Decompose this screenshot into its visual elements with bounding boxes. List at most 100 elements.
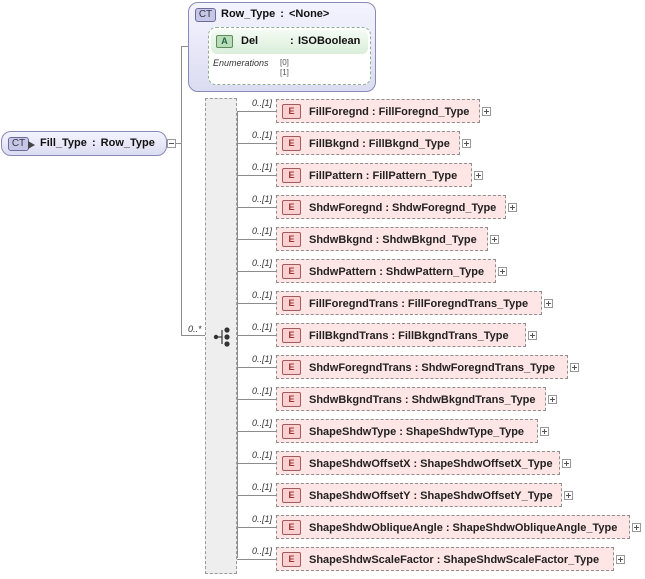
element-badge: E bbox=[282, 328, 301, 343]
expand-icon[interactable] bbox=[474, 171, 483, 180]
attribute-del[interactable]: A Del : ISOBoolean bbox=[211, 30, 368, 54]
element-name: ShdwBkgndTrans bbox=[309, 394, 402, 406]
expand-icon[interactable] bbox=[544, 299, 553, 308]
element-cardinality: 0..[1] bbox=[252, 354, 273, 364]
element-label: ShapeShdwType:ShapeShdwType_Type bbox=[309, 426, 524, 438]
expand-icon[interactable] bbox=[632, 523, 641, 532]
element-name: ShapeShdwObliqueAngle bbox=[309, 522, 443, 534]
base-complex-type[interactable]: CT Row_Type : <None> A Del : ISOBoolean … bbox=[188, 2, 376, 92]
sequence-compositor-icon bbox=[213, 327, 233, 350]
element-label: ShdwBkgnd:ShdwBkgnd_Type bbox=[309, 234, 477, 246]
element-label: ShdwForegnd:ShdwForegnd_Type bbox=[309, 202, 496, 214]
expand-icon[interactable] bbox=[482, 107, 491, 116]
element-cardinality: 0..[1] bbox=[252, 386, 273, 396]
enumeration-value: [0] bbox=[280, 58, 289, 67]
element-separator: : bbox=[362, 138, 366, 150]
element-type: FillBkgnd_Type bbox=[368, 138, 450, 150]
base-type-title: Row_Type : <None> bbox=[221, 8, 329, 20]
element-type: ShdwForegnd_Type bbox=[392, 202, 497, 214]
enumeration-value: [1] bbox=[280, 68, 289, 77]
element-cardinality: 0..[1] bbox=[252, 450, 273, 460]
element-label: FillPattern:FillPattern_Type bbox=[309, 170, 457, 182]
element-name: FillForegndTrans bbox=[309, 298, 399, 310]
element-separator: : bbox=[445, 522, 450, 534]
expand-icon[interactable] bbox=[528, 331, 537, 340]
element-type: FillForegndTrans_Type bbox=[407, 298, 529, 310]
base-type-value: <None> bbox=[289, 8, 330, 20]
element-separator: : bbox=[365, 170, 370, 182]
element-separator: : bbox=[413, 490, 418, 502]
element-cardinality: 0..[1] bbox=[252, 290, 273, 300]
expand-icon[interactable] bbox=[616, 555, 625, 564]
element-label: ShapeShdwScaleFactor:ShapeShdwScaleFacto… bbox=[309, 554, 599, 566]
element-label: FillBkgnd:FillBkgnd_Type bbox=[309, 138, 450, 150]
element-type: ShapeShdwOffsetY_Type bbox=[420, 490, 553, 502]
element-name: FillForegnd bbox=[309, 106, 369, 118]
element-badge: E bbox=[282, 456, 301, 471]
element-name: ShdwForegnd bbox=[309, 202, 383, 214]
element-type: ShapeShdwOffsetX_Type bbox=[420, 458, 553, 470]
element-badge: E bbox=[282, 200, 301, 215]
element-separator: : bbox=[436, 554, 441, 566]
element-badge: E bbox=[282, 264, 301, 279]
expand-icon[interactable] bbox=[540, 427, 549, 436]
element-separator: : bbox=[371, 106, 376, 118]
base-type-separator: : bbox=[280, 8, 284, 20]
element-label: FillForegndTrans:FillForegndTrans_Type bbox=[309, 298, 528, 310]
element-separator: : bbox=[413, 458, 418, 470]
element-label: ShapeShdwOffsetX:ShapeShdwOffsetX_Type bbox=[309, 458, 553, 470]
element-name: ShapeShdwType bbox=[309, 426, 397, 438]
element-shape-shdw-scale-factor[interactable]: E ShapeShdwScaleFactor:ShapeShdwScaleFact… bbox=[276, 547, 614, 571]
root-type-name: Fill_Type : Row_Type bbox=[40, 137, 155, 149]
element-badge: E bbox=[282, 520, 301, 535]
root-complex-type[interactable]: CT Fill_Type : Row_Type bbox=[1, 131, 167, 156]
root-base-type: Row_Type bbox=[100, 137, 155, 149]
collapse-toggle[interactable] bbox=[167, 139, 176, 148]
expand-icon[interactable] bbox=[562, 459, 571, 468]
element-separator: : bbox=[404, 394, 409, 406]
element-type: FillBkgndTrans_Type bbox=[398, 330, 509, 342]
enumerations-label: Enumerations bbox=[213, 58, 269, 68]
element-type: ShdwBkgnd_Type bbox=[382, 234, 477, 246]
element-cardinality: 0..[1] bbox=[252, 482, 273, 492]
expand-icon[interactable] bbox=[508, 203, 517, 212]
element-cardinality: 0..[1] bbox=[252, 98, 273, 108]
complex-type-badge: CT bbox=[8, 137, 29, 151]
sequence-compositor[interactable] bbox=[205, 98, 237, 574]
extension-arrow-icon bbox=[28, 140, 35, 152]
root-name: Fill_Type bbox=[40, 137, 87, 149]
element-name: FillPattern bbox=[309, 170, 363, 182]
element-name: ShapeShdwScaleFactor bbox=[309, 554, 434, 566]
element-cardinality: 0..[1] bbox=[252, 162, 273, 172]
element-badge: E bbox=[282, 552, 301, 567]
element-badge: E bbox=[282, 392, 301, 407]
expand-icon[interactable] bbox=[570, 363, 579, 372]
element-cardinality: 0..[1] bbox=[252, 418, 273, 428]
element-shape-shdw-offset-x[interactable]: E ShapeShdwOffsetX:ShapeShdwOffsetX_Type bbox=[276, 451, 560, 475]
element-separator: : bbox=[401, 298, 405, 310]
sequence-cardinality: 0..* bbox=[188, 324, 202, 334]
expand-icon[interactable] bbox=[462, 139, 471, 148]
element-label: FillForegnd:FillForegnd_Type bbox=[309, 106, 469, 118]
expand-icon[interactable] bbox=[548, 395, 557, 404]
element-label: ShapeShdwOffsetY:ShapeShdwOffsetY_Type bbox=[309, 490, 553, 502]
element-cardinality: 0..[1] bbox=[252, 130, 273, 140]
expand-icon[interactable] bbox=[498, 267, 507, 276]
element-type: ShdwPattern_Type bbox=[385, 266, 485, 278]
element-shdw-foregnd[interactable]: E ShdwForegnd:ShdwForegnd_Type bbox=[276, 195, 506, 219]
expand-icon[interactable] bbox=[490, 235, 499, 244]
expand-icon[interactable] bbox=[564, 491, 573, 500]
element-cardinality: 0..[1] bbox=[252, 322, 273, 332]
